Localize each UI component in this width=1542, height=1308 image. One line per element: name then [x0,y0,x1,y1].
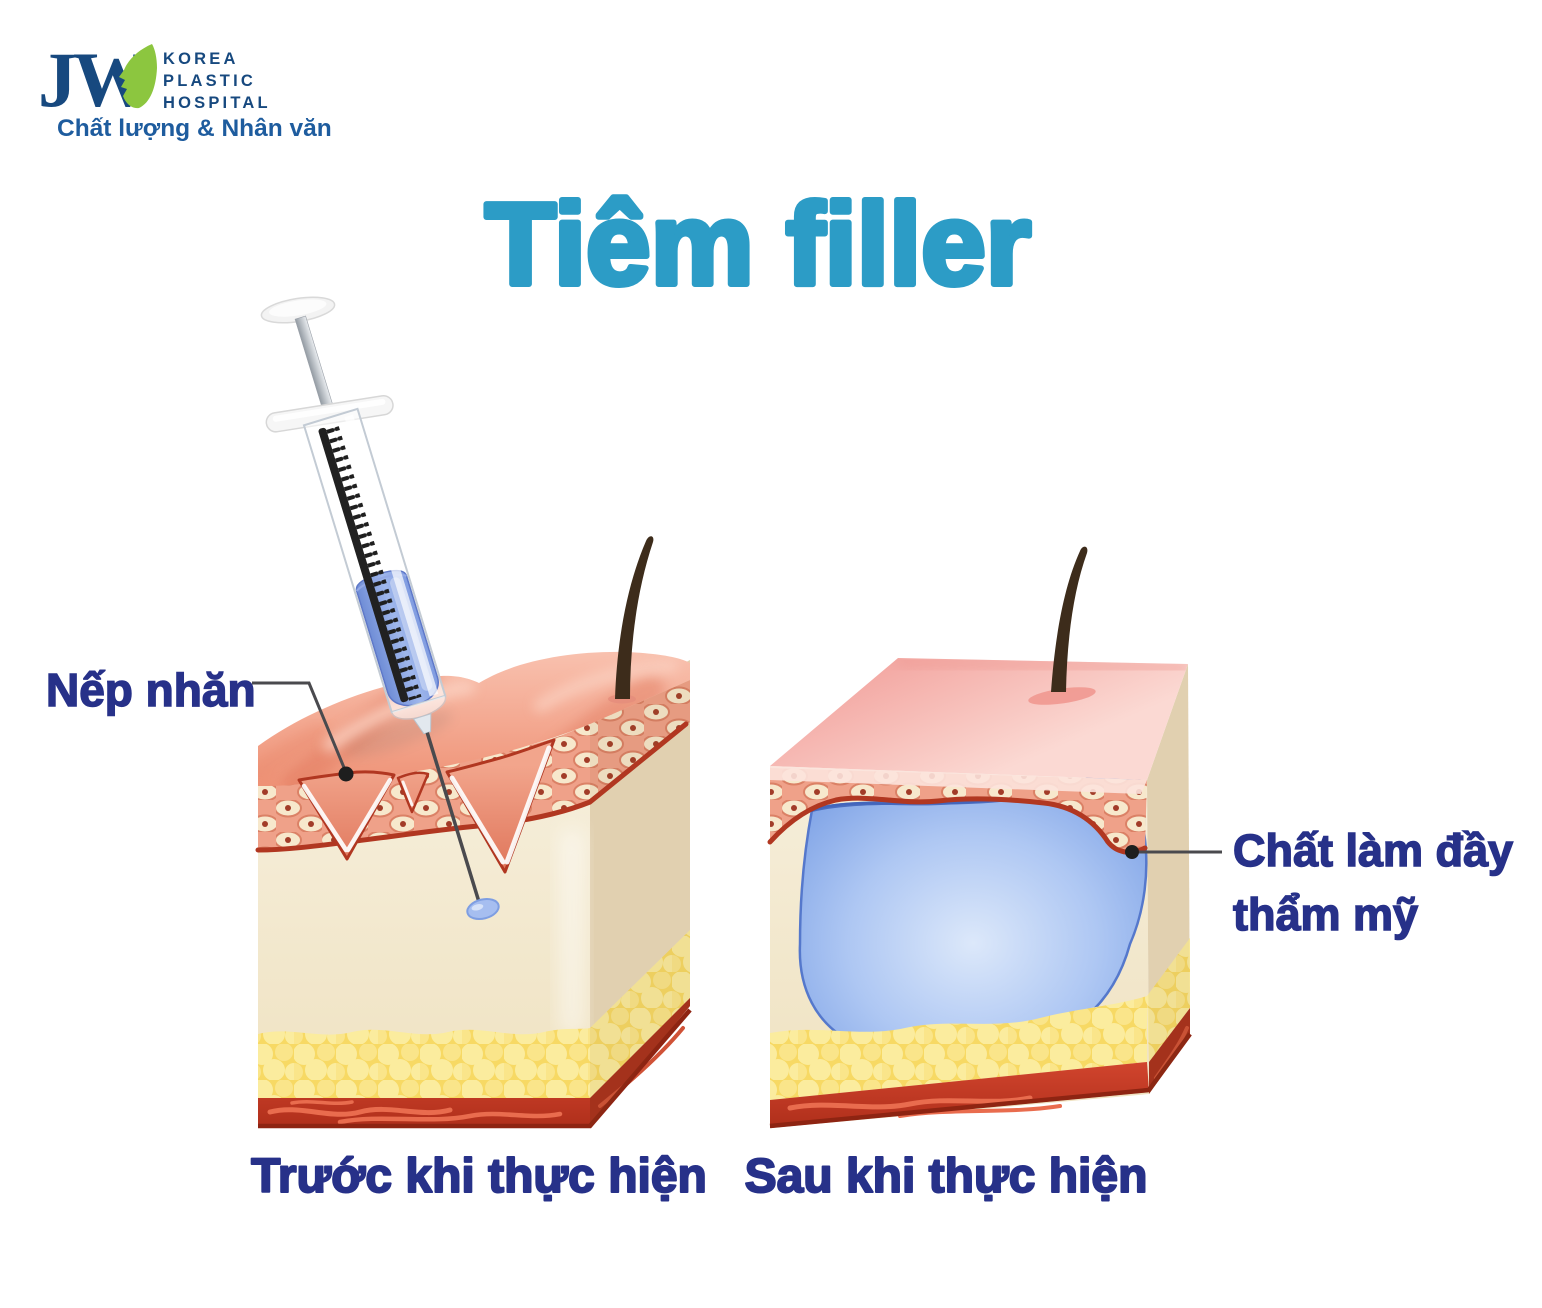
before-caption: Trước khi thực hiện [251,1150,707,1203]
logo: JW KOREA PLASTIC HOSPITAL Chất lượng & N… [38,36,332,142]
after-caption: Sau khi thực hiện [745,1150,1148,1203]
filler-label-line1: Chất làm đầy [1233,825,1513,876]
wrinkle-annotation: Nếp nhăn [45,663,354,782]
wrinkle-pointer-line [252,681,347,771]
syringe-icon [260,296,482,906]
logo-face-icon [119,44,157,109]
dermis-highlight [560,830,584,1035]
logo-tagline: Chất lượng & Nhân văn [57,115,332,142]
logo-name-line2: PLASTIC [163,72,256,90]
hair-icon [1051,546,1088,692]
epidermis-rim [255,721,689,853]
wrinkle-pointer-dot [338,766,354,782]
filler-droplet [466,898,500,920]
filler-label-line2: thẩm mỹ [1233,889,1418,940]
wrinkle-fold-right [445,738,556,874]
syringe-barrel [302,407,447,720]
fat-layer [258,930,690,1098]
smooth-skin-surface [770,658,1188,794]
plunger-scale [318,427,409,703]
filler-pointer-dot [1125,845,1139,859]
logo-name-line3: HOSPITAL [163,94,271,112]
hair-icon [608,536,654,704]
syringe-nozzle [412,713,432,735]
skin-block-before [255,536,692,1129]
plunger-rod [294,315,334,410]
wrinkle-fold-mini [396,771,430,814]
skin-block-after [767,546,1192,1129]
barrel-flange [265,394,394,433]
wrinkle-label: Nếp nhăn [46,664,256,716]
epidermis-rim [767,795,1148,855]
logo-name-line1: KOREA [163,50,239,68]
hair-follicle-slit [1028,687,1096,705]
muscle-layer [769,1008,1192,1129]
muscle-layer [258,998,692,1129]
side-shade [1147,664,1190,1094]
logo-hospital-name: KOREA PLASTIC HOSPITAL [163,50,271,112]
page-title: Tiêm filler [485,179,1031,309]
needle [425,732,482,906]
filler-annotation: Chất làm đầy thẩm mỹ [1125,824,1514,941]
fat-layer [770,938,1190,1100]
